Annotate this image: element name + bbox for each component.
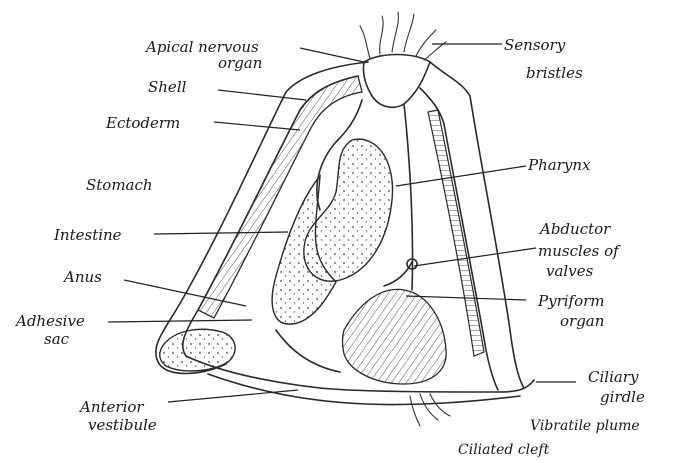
vibratile-plume (410, 394, 450, 426)
label-ciliary: Ciliary (588, 368, 639, 386)
svg-text:vestibule: vestibule (88, 416, 157, 434)
svg-text:girdle: girdle (600, 388, 645, 406)
svg-text:Ciliary: Ciliary (588, 368, 639, 386)
apical-organ (363, 55, 430, 108)
label-bristles: bristles (526, 64, 583, 82)
label-ectoderm: Ectoderm (105, 114, 180, 132)
larva-body (156, 12, 534, 426)
svg-text:Pyriform: Pyriform (537, 292, 605, 310)
svg-text:Anterior: Anterior (78, 398, 144, 416)
label-pyriform-organ: organ (560, 312, 604, 330)
anterior-vestibule-curve (276, 330, 340, 372)
label-stomach: Stomach (86, 176, 153, 194)
label-sensory: Sensory (504, 36, 566, 54)
pyriform-organ (343, 289, 447, 384)
label-adhesive: Adhesive (14, 312, 85, 330)
adhesive-sac (160, 329, 235, 371)
svg-text:muscles of: muscles of (538, 242, 621, 260)
svg-text:Adhesive: Adhesive (14, 312, 85, 330)
label-ciliated-cleft: Ciliated cleft (458, 442, 550, 458)
label-intestine: Intestine (53, 226, 122, 244)
label-sac: sac (44, 330, 70, 348)
label-anterior: Anterior (78, 398, 144, 416)
sensory-bristles (360, 12, 446, 60)
base-line (208, 374, 520, 405)
svg-text:valves: valves (546, 262, 594, 280)
label-girdle: girdle (600, 388, 645, 406)
label-apical-organ: organ (218, 54, 262, 72)
label-pyriform: Pyriform (537, 292, 605, 310)
svg-text:Abductor: Abductor (538, 220, 611, 238)
svg-text:sac: sac (44, 330, 70, 348)
svg-text:organ: organ (218, 54, 262, 72)
label-valves: valves (546, 262, 594, 280)
svg-text:bristles: bristles (526, 64, 583, 82)
label-shell: Shell (148, 78, 187, 96)
label-anus: Anus (62, 268, 102, 286)
label-pharynx: Pharynx (527, 156, 591, 174)
label-abductor: Abductor (538, 220, 611, 238)
label-muscles-of: muscles of (538, 242, 621, 260)
svg-text:Sensory: Sensory (504, 36, 566, 54)
svg-text:organ: organ (560, 312, 604, 330)
label-vibratile-plume: Vibratile plume (530, 418, 640, 434)
label-vestibule: vestibule (88, 416, 157, 434)
